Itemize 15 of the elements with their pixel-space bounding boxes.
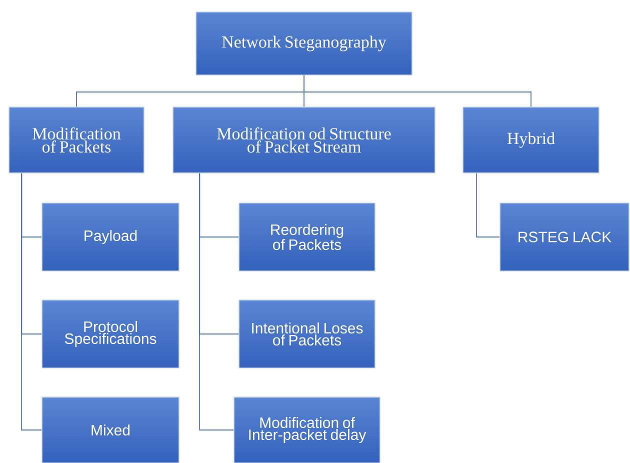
process-box: RSTEG LACK — [500, 202, 630, 272]
process-box: Hybrid — [462, 106, 600, 174]
process-box: Payload — [42, 202, 180, 272]
process-box: Intentional Loses of Packets — [238, 300, 376, 368]
process-box: Mixed — [42, 396, 180, 463]
process-box: Network Steganography — [196, 12, 412, 76]
process-box: Modification of Inter-packet delay — [234, 396, 380, 463]
process-box: Protocol Specifications — [42, 300, 180, 368]
process-box: Modification of Packets — [8, 106, 144, 174]
connector-line — [199, 172, 234, 430]
connector-line — [476, 172, 500, 238]
process-box: Modification od Structure of Packet Stream — [172, 106, 436, 174]
connector-line — [304, 74, 532, 108]
connector-line — [21, 172, 42, 430]
process-box: Reordering of Packets — [238, 202, 376, 272]
